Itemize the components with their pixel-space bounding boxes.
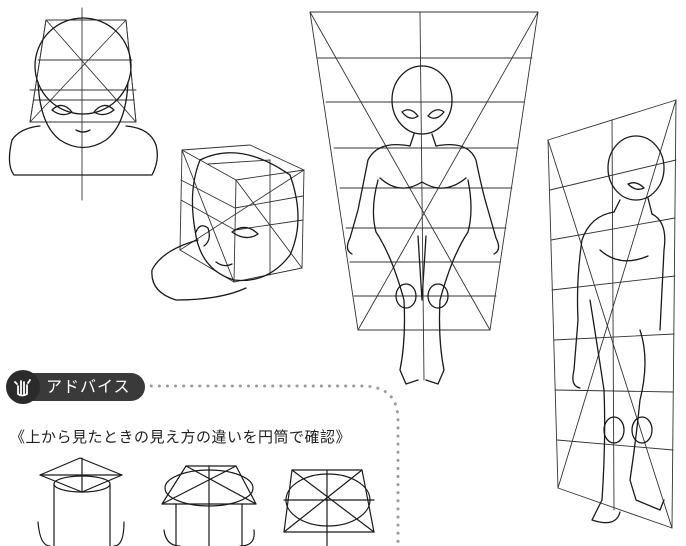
advice-tag: アドバイス [6,370,145,404]
cylinder-diagram-1 [38,458,124,546]
advice-dotted-frame [135,386,398,546]
head-top-view-sketch [9,8,157,200]
advice-label: アドバイス [30,373,145,401]
cylinder-diagram-2 [162,466,256,546]
standing-figure-plane-sketch [548,100,676,528]
cylinder-diagram-3 [284,470,374,546]
full-body-top-view-sketch [310,12,538,384]
hand-icon [6,370,40,404]
advice-heading: 《上から見たときの見え方の違いを円筒で確認》 [10,428,352,446]
head-cube-tilted-sketch [152,145,304,300]
